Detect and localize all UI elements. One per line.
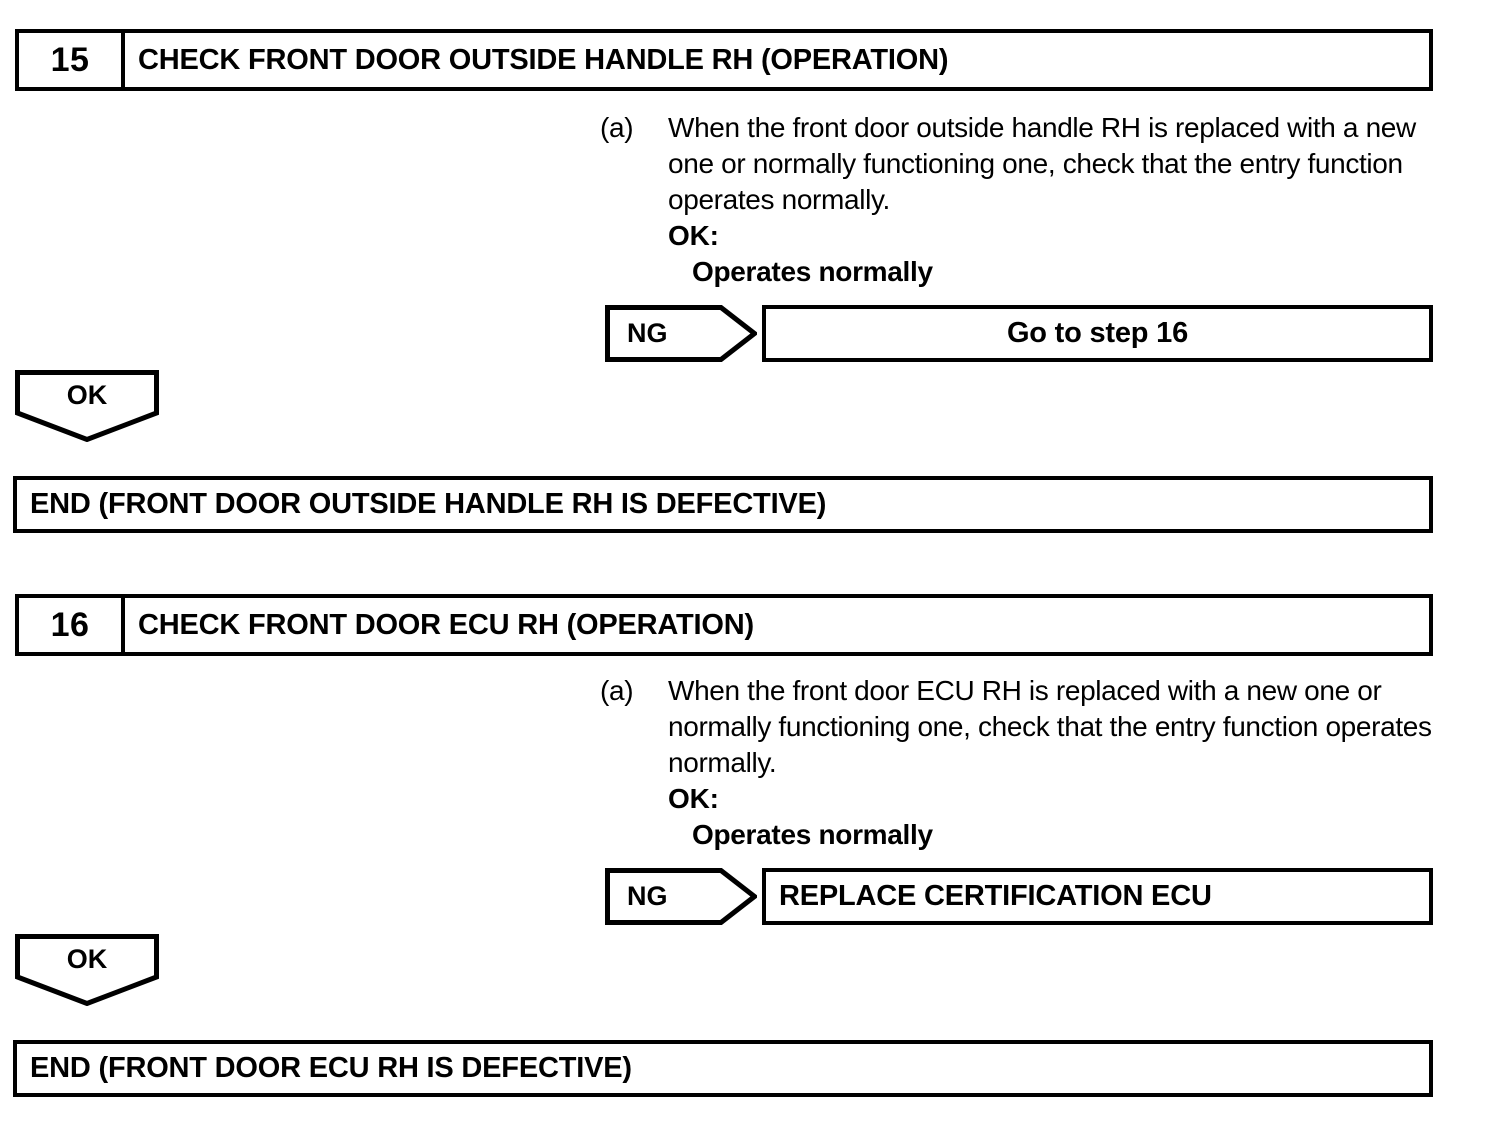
- procedure-marker-15: (a): [600, 112, 634, 143]
- ok-tag-16: OK: [15, 934, 159, 1006]
- ng-result-box-16: REPLACE CERTIFICATION ECU: [762, 868, 1433, 925]
- procedure-paragraph-16: (a) When the front door ECU RH is replac…: [600, 673, 1446, 781]
- procedure-paragraph-15: (a) When the front door outside handle R…: [600, 110, 1446, 218]
- procedure-text-15: When the front door outside handle RH is…: [668, 112, 1416, 215]
- ng-branch-15: NG Go to step 16: [605, 305, 1433, 362]
- ng-branch-16: NG REPLACE CERTIFICATION ECU: [605, 868, 1433, 925]
- step-number-cell-16: 16: [19, 598, 125, 652]
- ok-tag-label-15: OK: [66, 379, 108, 410]
- ok-criteria-value-16: Operates normally: [692, 819, 933, 850]
- step-title-15: CHECK FRONT DOOR OUTSIDE HANDLE RH (OPER…: [138, 43, 949, 76]
- end-box-16: END (FRONT DOOR ECU RH IS DEFECTIVE): [13, 1040, 1433, 1097]
- ok-tag-15: OK: [15, 370, 159, 442]
- ng-tag-label-15: NG: [627, 318, 668, 348]
- procedure-marker-16: (a): [600, 675, 634, 706]
- ok-criteria-value-15: Operates normally: [692, 256, 933, 287]
- ng-tag-label-16: NG: [627, 881, 668, 911]
- step-number-cell-15: 15: [19, 33, 125, 87]
- step-body-16: (a) When the front door ECU RH is replac…: [600, 673, 1446, 853]
- ng-result-box-15: Go to step 16: [762, 305, 1433, 362]
- ng-tag-15: NG: [605, 305, 757, 362]
- ng-tag-16: NG: [605, 868, 757, 925]
- procedure-text-16: When the front door ECU RH is replaced w…: [668, 675, 1432, 778]
- ok-criteria-label-15: OK:: [668, 220, 719, 251]
- step-header-15: 15 CHECK FRONT DOOR OUTSIDE HANDLE RH (O…: [15, 29, 1433, 91]
- ok-tag-label-16: OK: [66, 943, 108, 974]
- ok-criteria-label-16: OK:: [668, 783, 719, 814]
- end-box-15: END (FRONT DOOR OUTSIDE HANDLE RH IS DEF…: [13, 476, 1433, 533]
- step-title-16: CHECK FRONT DOOR ECU RH (OPERATION): [138, 608, 754, 641]
- step-body-15: (a) When the front door outside handle R…: [600, 110, 1446, 290]
- step-header-16: 16 CHECK FRONT DOOR ECU RH (OPERATION): [15, 594, 1433, 656]
